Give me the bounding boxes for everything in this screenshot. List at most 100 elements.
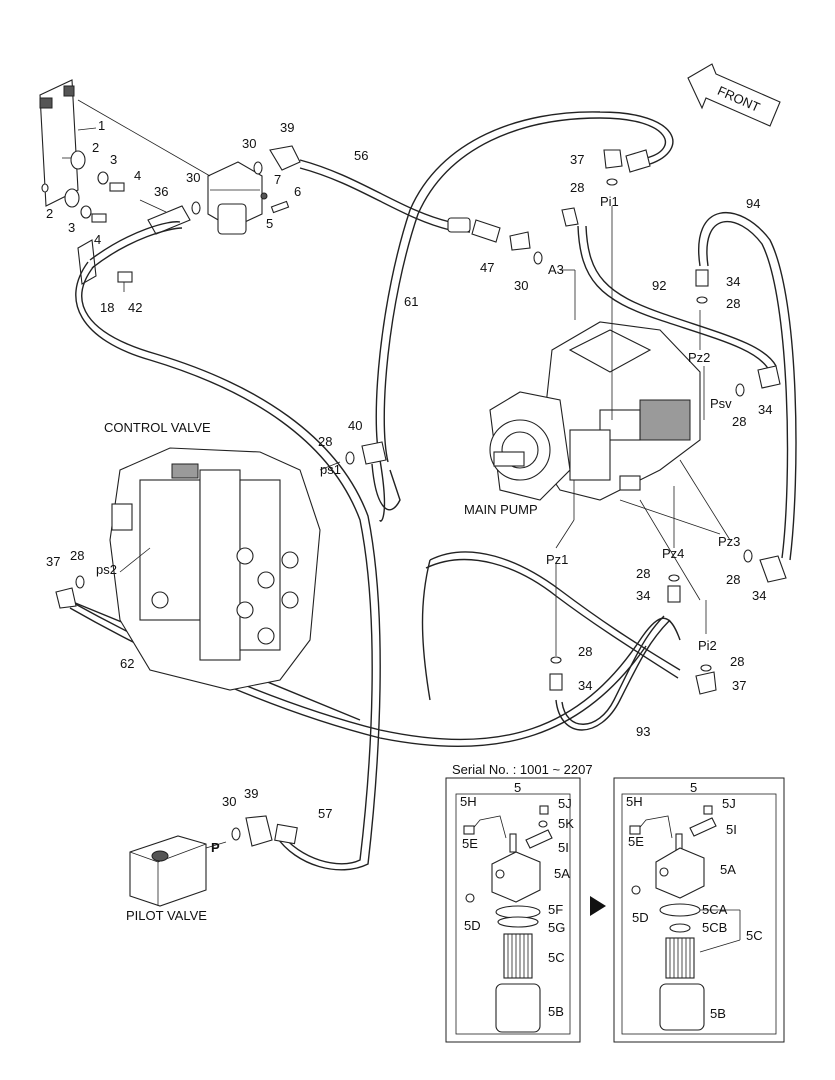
callout-28d: 28: [318, 434, 332, 449]
detail-left-5h: 5H: [460, 794, 477, 809]
callout-1: 1: [98, 118, 105, 133]
label-psv: Psv: [710, 396, 732, 411]
detail-right-5i: 5I: [726, 822, 737, 837]
callout-39b: 39: [244, 786, 258, 801]
detail-box-left: 5 5H 5J 5K 5E 5I 5A 5D 5F 5G 5C 5B: [445, 777, 581, 1043]
detail-left-5a: 5A: [554, 866, 570, 881]
callout-40: 40: [348, 418, 362, 433]
detail-right-5d: 5D: [632, 910, 649, 925]
callout-30c: 30: [514, 278, 528, 293]
detail-left-5c: 5C: [548, 950, 565, 965]
callout-37c: 37: [732, 678, 746, 693]
label-ps1: ps1: [320, 462, 341, 477]
callout-28c: 28: [732, 414, 746, 429]
label-pz3: Pz3: [718, 534, 740, 549]
callout-34a: 34: [726, 274, 740, 289]
detail-right-title: 5: [690, 780, 697, 795]
callout-36: 36: [154, 184, 168, 199]
callout-42: 42: [128, 300, 142, 315]
detail-left-5g: 5G: [548, 920, 565, 935]
callout-34c: 34: [636, 588, 650, 603]
callout-6: 6: [294, 184, 301, 199]
callout-56: 56: [354, 148, 368, 163]
callout-18: 18: [100, 300, 114, 315]
callout-3b: 3: [68, 220, 75, 235]
callout-30a: 30: [186, 170, 200, 185]
detail-left-title: 5: [514, 780, 521, 795]
detail-right-5b: 5B: [710, 1006, 726, 1021]
callout-28i: 28: [730, 654, 744, 669]
callout-37b: 37: [46, 554, 60, 569]
label-a3: A3: [548, 262, 564, 277]
detail-left-5k: 5K: [558, 816, 574, 831]
bracket-18: [77, 239, 133, 292]
callout-93: 93: [636, 724, 650, 739]
accumulator-block: [77, 99, 263, 235]
callout-30d: 30: [222, 794, 236, 809]
callout-4a: 4: [134, 168, 141, 183]
detail-right-5j: 5J: [722, 796, 736, 811]
serial-label: Serial No. : 1001 ~ 2207: [452, 762, 593, 777]
main-pump-label: MAIN PUMP: [464, 502, 538, 517]
callout-28h: 28: [578, 644, 592, 659]
callout-28b: 28: [726, 296, 740, 311]
detail-right-5e: 5E: [628, 834, 644, 849]
upper-fittings: [147, 145, 301, 235]
callout-4b: 4: [94, 232, 101, 247]
front-arrow: FRONT: [687, 63, 781, 127]
callout-28e: 28: [636, 566, 650, 581]
pump-fittings: [55, 149, 787, 695]
callout-61: 61: [404, 294, 418, 309]
detail-left-5e: 5E: [462, 836, 478, 851]
label-pz2: Pz2: [688, 350, 710, 365]
detail-box-right: 5 5H 5J 5E 5I 5A 5D 5CA 5CB 5C 5B: [613, 777, 785, 1043]
callout-28g: 28: [70, 548, 84, 563]
detail-right-5h: 5H: [626, 794, 643, 809]
callout-7: 7: [274, 172, 281, 187]
callout-2a: 2: [92, 140, 99, 155]
label-ps2: ps2: [96, 562, 117, 577]
label-pz1: Pz1: [546, 552, 568, 567]
detail-left-5i: 5I: [558, 840, 569, 855]
detail-right-5ca: 5CA: [702, 902, 728, 917]
pilot-valve: [129, 835, 227, 907]
pilot-port-p: P: [211, 840, 220, 855]
callout-62: 62: [120, 656, 134, 671]
callout-57: 57: [318, 806, 332, 821]
label-pi1: Pi1: [600, 194, 619, 209]
hoses: [67, 111, 797, 871]
callout-28a: 28: [570, 180, 584, 195]
control-valve: [109, 447, 321, 691]
label-pi2: Pi2: [698, 638, 717, 653]
callout-92: 92: [652, 278, 666, 293]
callout-28f: 28: [726, 572, 740, 587]
arrow-right-icon: [590, 896, 606, 916]
detail-left-5d: 5D: [464, 918, 481, 933]
callout-30b: 30: [242, 136, 256, 151]
callout-5: 5: [266, 216, 273, 231]
callout-labels: 1 2 3 4 2 3 4 36 30 30 39 7 6 5 56 18 42…: [46, 118, 772, 923]
callout-37a: 37: [570, 152, 584, 167]
callout-2b: 2: [46, 206, 53, 221]
bolt-set-upper: [41, 150, 125, 223]
bracket: [39, 79, 79, 207]
detail-left-5f: 5F: [548, 902, 563, 917]
main-pump: [489, 321, 701, 501]
callout-34b: 34: [758, 402, 772, 417]
callout-3a: 3: [110, 152, 117, 167]
callout-94: 94: [746, 196, 760, 211]
detail-left-5j: 5J: [558, 796, 572, 811]
pilot-fittings: [231, 815, 298, 847]
callout-39a: 39: [280, 120, 294, 135]
leader-lines: [77, 127, 731, 656]
callout-47: 47: [480, 260, 494, 275]
callout-34d: 34: [752, 588, 766, 603]
callout-34e: 34: [578, 678, 592, 693]
detail-right-5a: 5A: [720, 862, 736, 877]
control-valve-label: CONTROL VALVE: [104, 420, 211, 435]
pilot-valve-label: PILOT VALVE: [126, 908, 207, 923]
detail-right-5c: 5C: [746, 928, 763, 943]
label-pz4: Pz4: [662, 546, 684, 561]
detail-right-5cb: 5CB: [702, 920, 727, 935]
